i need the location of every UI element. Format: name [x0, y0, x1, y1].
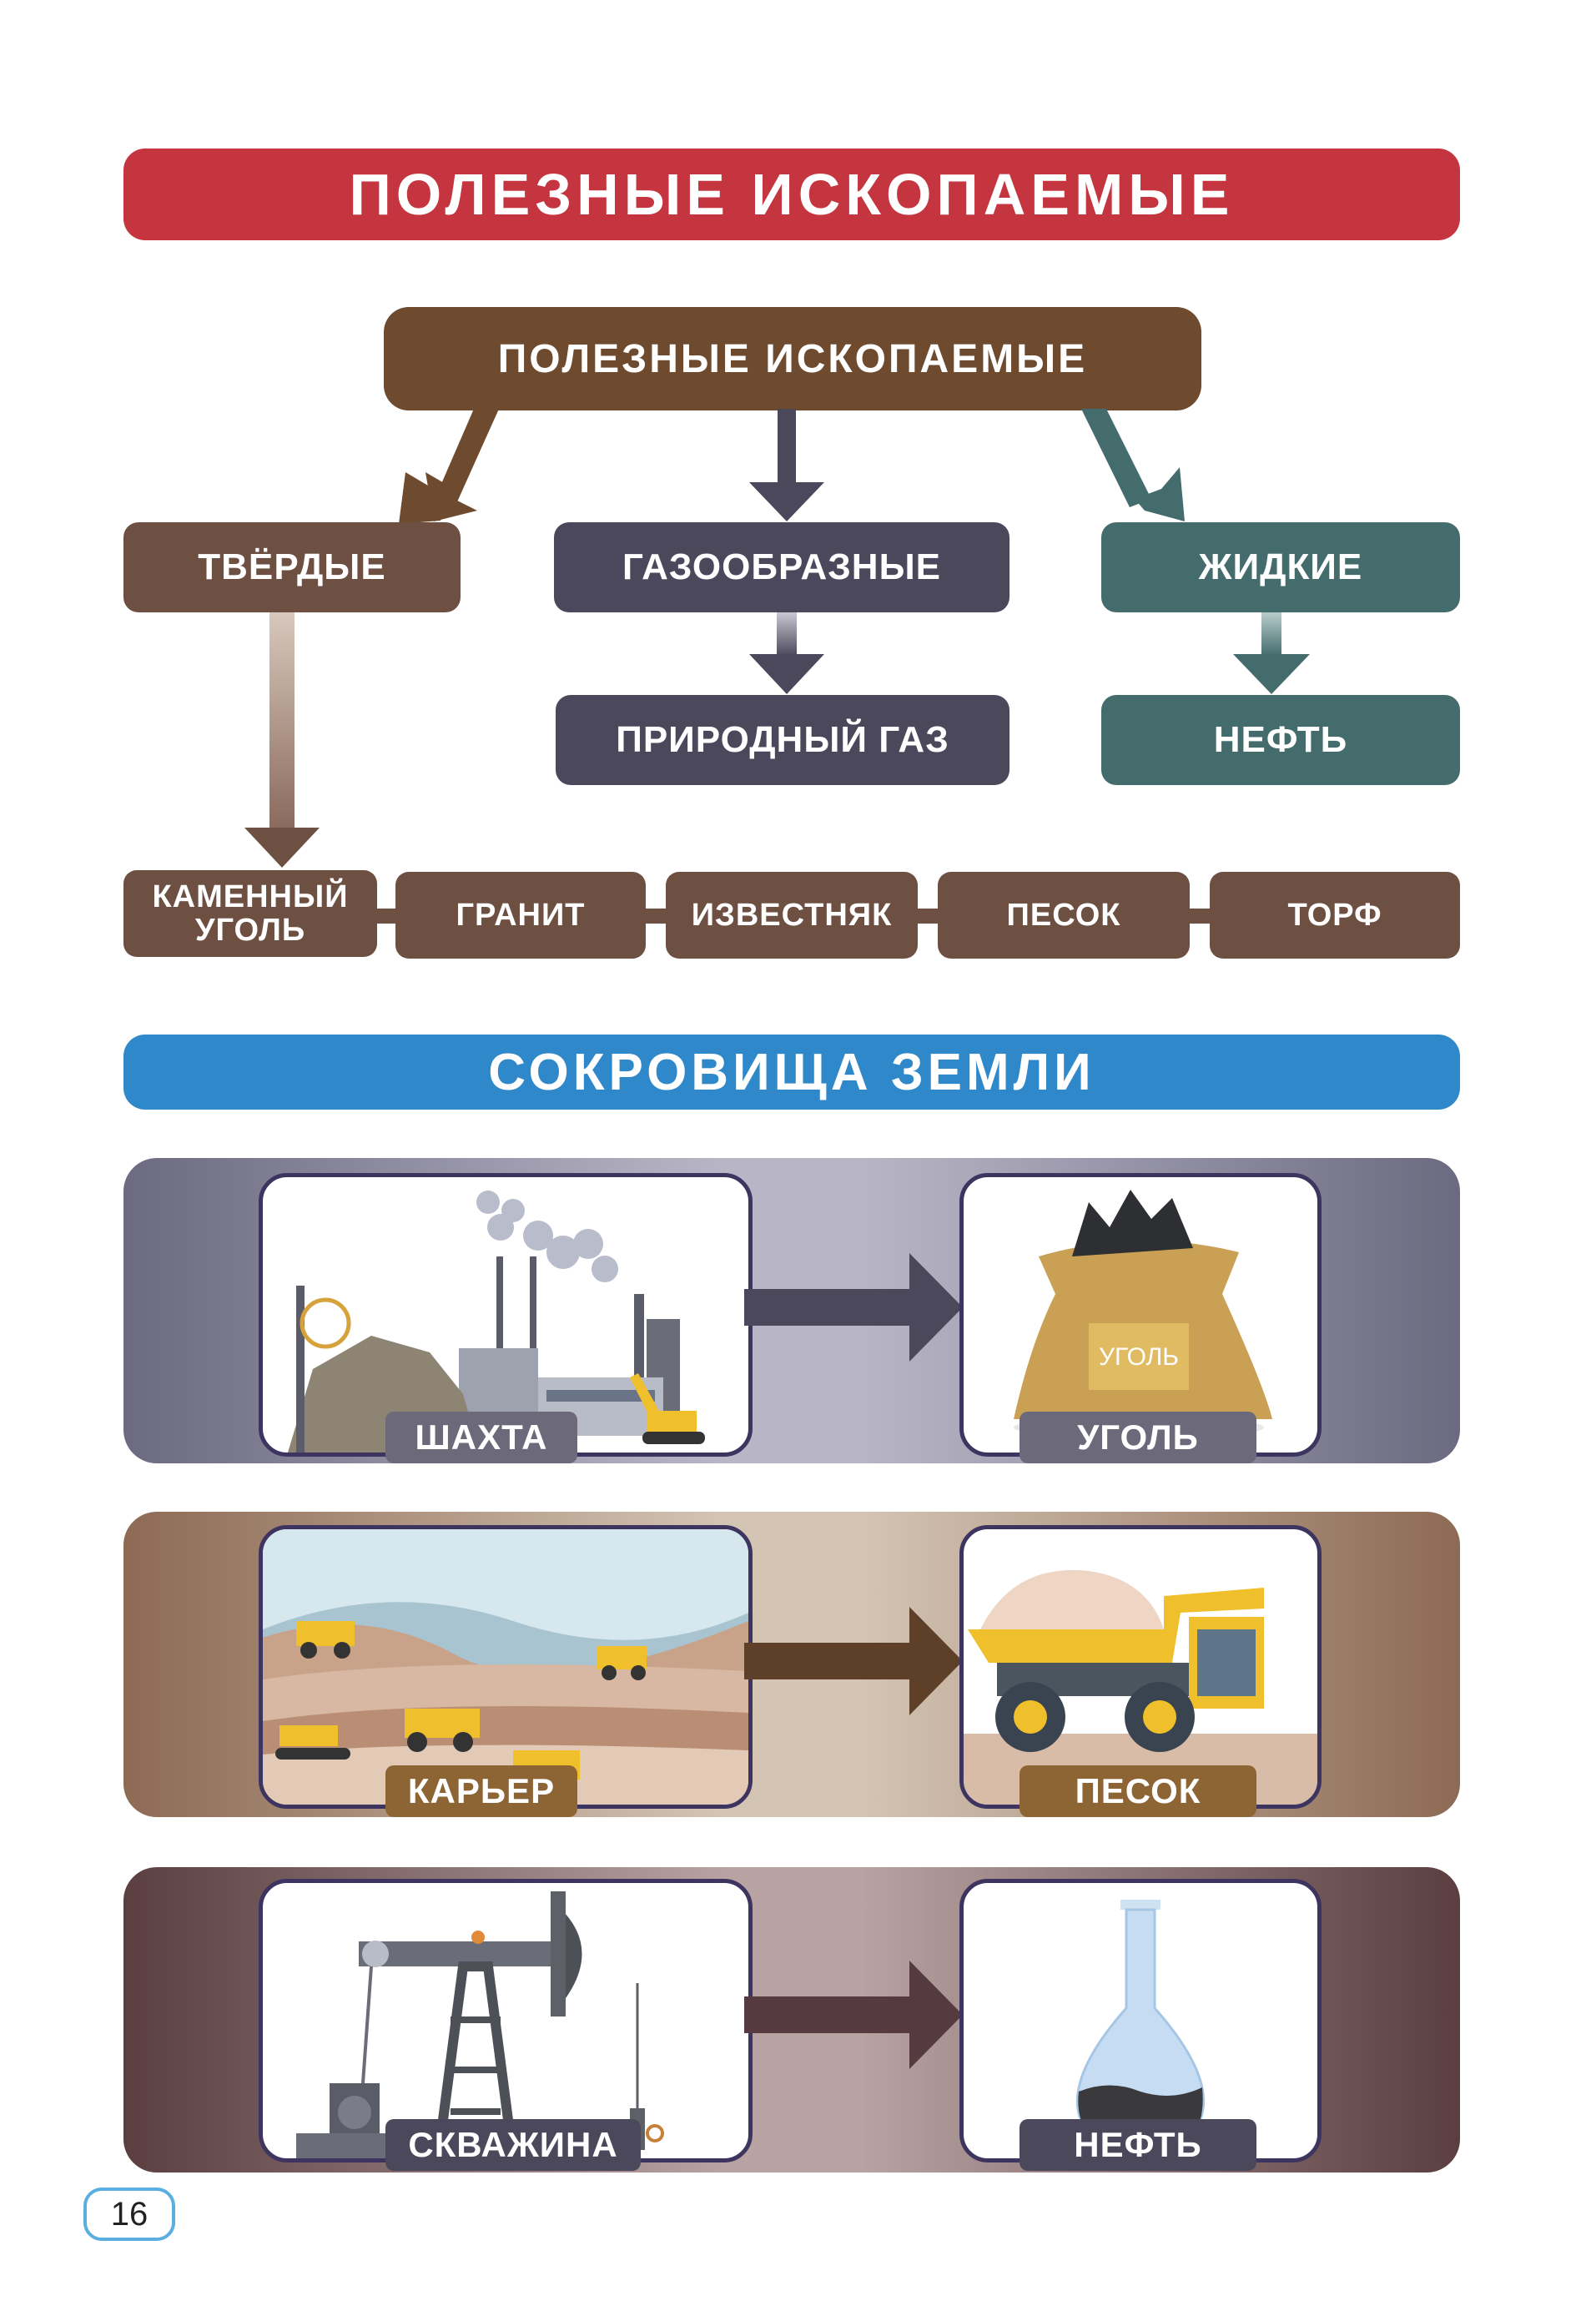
coal-label-text: УГОЛЬ: [1077, 1417, 1199, 1457]
excavator-icon: [630, 1373, 705, 1444]
sand-pile-icon: [980, 1569, 1164, 1629]
page-number-badge: 16: [83, 2188, 175, 2241]
excavator-icon: [275, 1725, 350, 1760]
solid-example-peat: ТОРФ: [1210, 872, 1460, 959]
section-title-banner: СОКРОВИЩА ЗЕМЛИ: [123, 1035, 1460, 1110]
mine-label-text: ШАХТА: [415, 1417, 548, 1457]
solid-example-coal-line2: УГОЛЬ: [194, 913, 306, 948]
oil-result-label: НЕФТЬ: [1020, 2119, 1256, 2171]
root-node-label: ПОЛЕЗНЫЕ ИСКОПАЕМЫЕ: [497, 336, 1088, 381]
category-solid-label: ТВЁРДЫЕ: [198, 546, 386, 587]
well-label: СКВАЖИНА: [385, 2119, 641, 2171]
category-liquid-label: ЖИДКИЕ: [1198, 546, 1363, 587]
sack-label: УГОЛЬ: [1099, 1343, 1179, 1371]
mine-illustration: [288, 1191, 705, 1453]
arrow-to-liquid: [1081, 409, 1185, 521]
arrow-quarry-to-sand: [744, 1607, 963, 1715]
oil-result-label-text: НЕФТЬ: [1074, 2125, 1202, 2164]
arrow-well-to-oil: [744, 1961, 963, 2069]
solid-example-sand: ПЕСОК: [938, 872, 1190, 959]
mine-label: ШАХТА: [385, 1412, 577, 1463]
natural-gas-label: ПРИРОДНЫЙ ГАЗ: [616, 719, 949, 760]
solid-example-limestone: ИЗВЕСТНЯК: [666, 872, 918, 959]
page-title: ПОЛЕЗНЫЕ ИСКОПАЕМЫЕ: [349, 162, 1235, 227]
pumpjack-icon: [359, 1941, 551, 1966]
page-title-banner: ПОЛЕЗНЫЕ ИСКОПАЕМЫЕ: [123, 149, 1460, 240]
diagram-arrows: [196, 409, 1447, 924]
page-number: 16: [110, 2195, 149, 2233]
quarry-label-text: КАРЬЕР: [407, 1771, 556, 1810]
pumpjack-illustration: [296, 1891, 664, 2158]
solid-example-sand-label: ПЕСОК: [1006, 898, 1121, 933]
section-title: СОКРОВИЩА ЗЕМЛИ: [488, 1043, 1095, 1101]
quarry-illustration: [263, 1529, 748, 1805]
category-gas: ГАЗООБРАЗНЫЕ: [554, 522, 1009, 612]
smoke-icon: [476, 1191, 618, 1282]
oil-flask-illustration: [1075, 1900, 1206, 2143]
solid-example-granite-label: ГРАНИТ: [456, 898, 586, 933]
well-label-text: СКВАЖИНА: [408, 2125, 618, 2164]
well-card: [259, 1879, 753, 2162]
arrow-gas-to-natural-gas: [749, 612, 824, 694]
solid-example-coal-line1: КАМЕННЫЙ: [152, 879, 349, 914]
sand-card: [959, 1525, 1322, 1809]
oil-node: НЕФТЬ: [1101, 695, 1460, 785]
wheel-icon: [300, 1297, 351, 1349]
coal-card: УГОЛЬ: [959, 1173, 1322, 1457]
oil-label: НЕФТЬ: [1213, 719, 1348, 760]
solid-example-peat-label: ТОРФ: [1287, 898, 1382, 933]
arrow-to-gas: [749, 409, 824, 521]
coal-label: УГОЛЬ: [1020, 1412, 1256, 1463]
solid-example-coal: КАМЕННЫЙ УГОЛЬ: [123, 870, 377, 957]
category-gas-label: ГАЗООБРАЗНЫЕ: [622, 546, 942, 587]
sand-truck-illustration: [964, 1569, 1317, 1805]
solid-example-granite: ГРАНИТ: [395, 872, 646, 959]
mine-card: [259, 1173, 753, 1457]
arrow-liquid-to-oil: [1233, 612, 1310, 694]
root-node: ПОЛЕЗНЫЕ ИСКОПАЕМЫЕ: [384, 307, 1201, 410]
arrow-to-solid: [399, 409, 499, 524]
solid-example-limestone-label: ИЗВЕСТНЯК: [691, 898, 893, 933]
coal-lumps-icon: [1072, 1190, 1193, 1256]
category-solid: ТВЁРДЫЕ: [123, 522, 461, 612]
quarry-label: КАРЬЕР: [385, 1765, 577, 1817]
category-liquid: ЖИДКИЕ: [1101, 522, 1460, 612]
arrow-solid-to-examples: [244, 612, 320, 868]
dump-truck-icon: [296, 1621, 647, 1752]
natural-gas-node: ПРИРОДНЫЙ ГАЗ: [556, 695, 1009, 785]
sand-label-text: ПЕСОК: [1075, 1771, 1201, 1810]
arrow-mine-to-coal: [744, 1253, 963, 1362]
sand-label: ПЕСОК: [1020, 1765, 1256, 1817]
